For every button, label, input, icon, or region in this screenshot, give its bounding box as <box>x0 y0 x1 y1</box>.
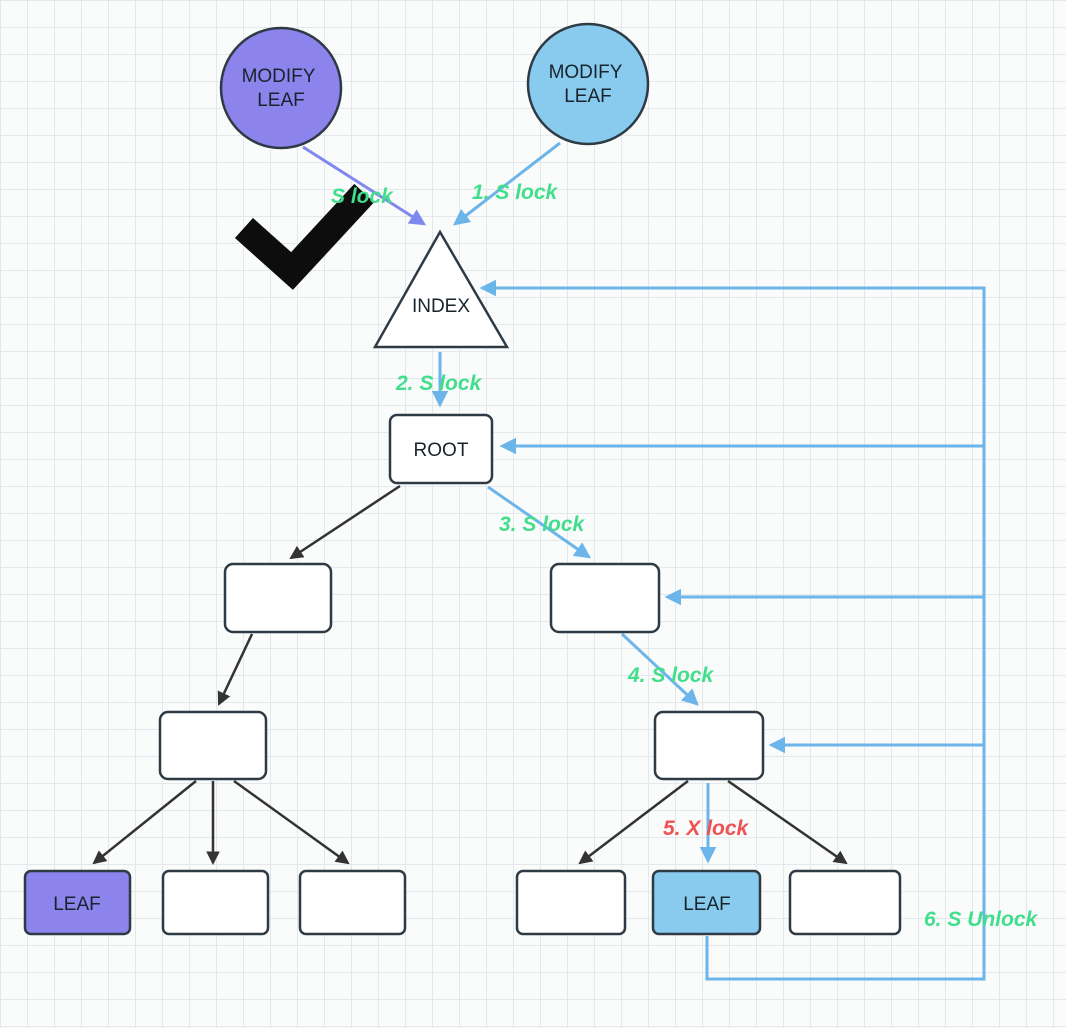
leaf-purple-label: LEAF <box>53 894 101 915</box>
edge-unlock-return-to-index <box>479 279 986 981</box>
checkmark-icon <box>234 183 375 290</box>
node-leaf-blue: LEAF <box>651 869 762 936</box>
edge-internal-right-1-to-internal-right-2 <box>620 632 699 706</box>
label-step-4: 4. S lock <box>627 664 715 687</box>
leaf-blue-label: LEAF <box>683 894 731 915</box>
leaf-blue-box <box>651 869 762 936</box>
modify-leaf-right-circle <box>526 22 650 146</box>
node-internal-left-2 <box>158 710 268 781</box>
edge-internal-left-2-to-leaf-2 <box>233 779 350 865</box>
node-root: ROOT <box>388 413 494 485</box>
edge-internal-right-2-to-leaf-3 <box>578 780 689 865</box>
edge-root-to-internal-right-1 <box>487 485 592 559</box>
modify-leaf-left-label: MODIFY LEAF <box>242 66 321 111</box>
modify-leaf-right-label: MODIFY LEAF <box>549 62 628 107</box>
index-triangle <box>372 229 510 349</box>
node-leaf-4 <box>788 869 902 936</box>
root-box <box>388 413 494 485</box>
node-leaf-1 <box>161 869 270 936</box>
modify-leaf-left-circle <box>219 26 343 150</box>
leaf-purple-box <box>23 869 132 936</box>
label-step-1: 1. S lock <box>472 181 559 204</box>
node-leaf-purple: LEAF <box>23 869 132 936</box>
root-label: ROOT <box>414 440 469 461</box>
node-modify-leaf-right: MODIFY LEAF <box>526 22 650 146</box>
node-internal-left-1 <box>223 562 333 634</box>
edge-modify-left-to-index <box>302 145 427 226</box>
node-index: INDEX <box>372 229 510 349</box>
edge-root-to-internal-left-1 <box>289 484 401 560</box>
label-step-2: 2. S lock <box>395 372 483 395</box>
edge-internal-left-2-to-leaf-purple <box>92 780 197 865</box>
label-step-5: 5. X lock <box>663 817 750 840</box>
label-step-6: 6. S Unlock <box>924 908 1039 931</box>
node-internal-right-1 <box>549 562 661 634</box>
edge-internal-left-1-to-internal-left-2 <box>217 633 254 706</box>
node-leaf-3 <box>515 869 627 936</box>
label-s-lock-left: S lock <box>331 185 394 208</box>
node-modify-leaf-left: MODIFY LEAF <box>219 26 343 150</box>
index-label: INDEX <box>412 296 470 317</box>
edge-internal-right-2-to-leaf-4 <box>727 779 848 865</box>
edge-modify-right-to-index <box>453 141 561 226</box>
label-step-3: 3. S lock <box>499 513 586 536</box>
node-leaf-2 <box>298 869 407 936</box>
node-internal-right-2 <box>653 710 765 781</box>
